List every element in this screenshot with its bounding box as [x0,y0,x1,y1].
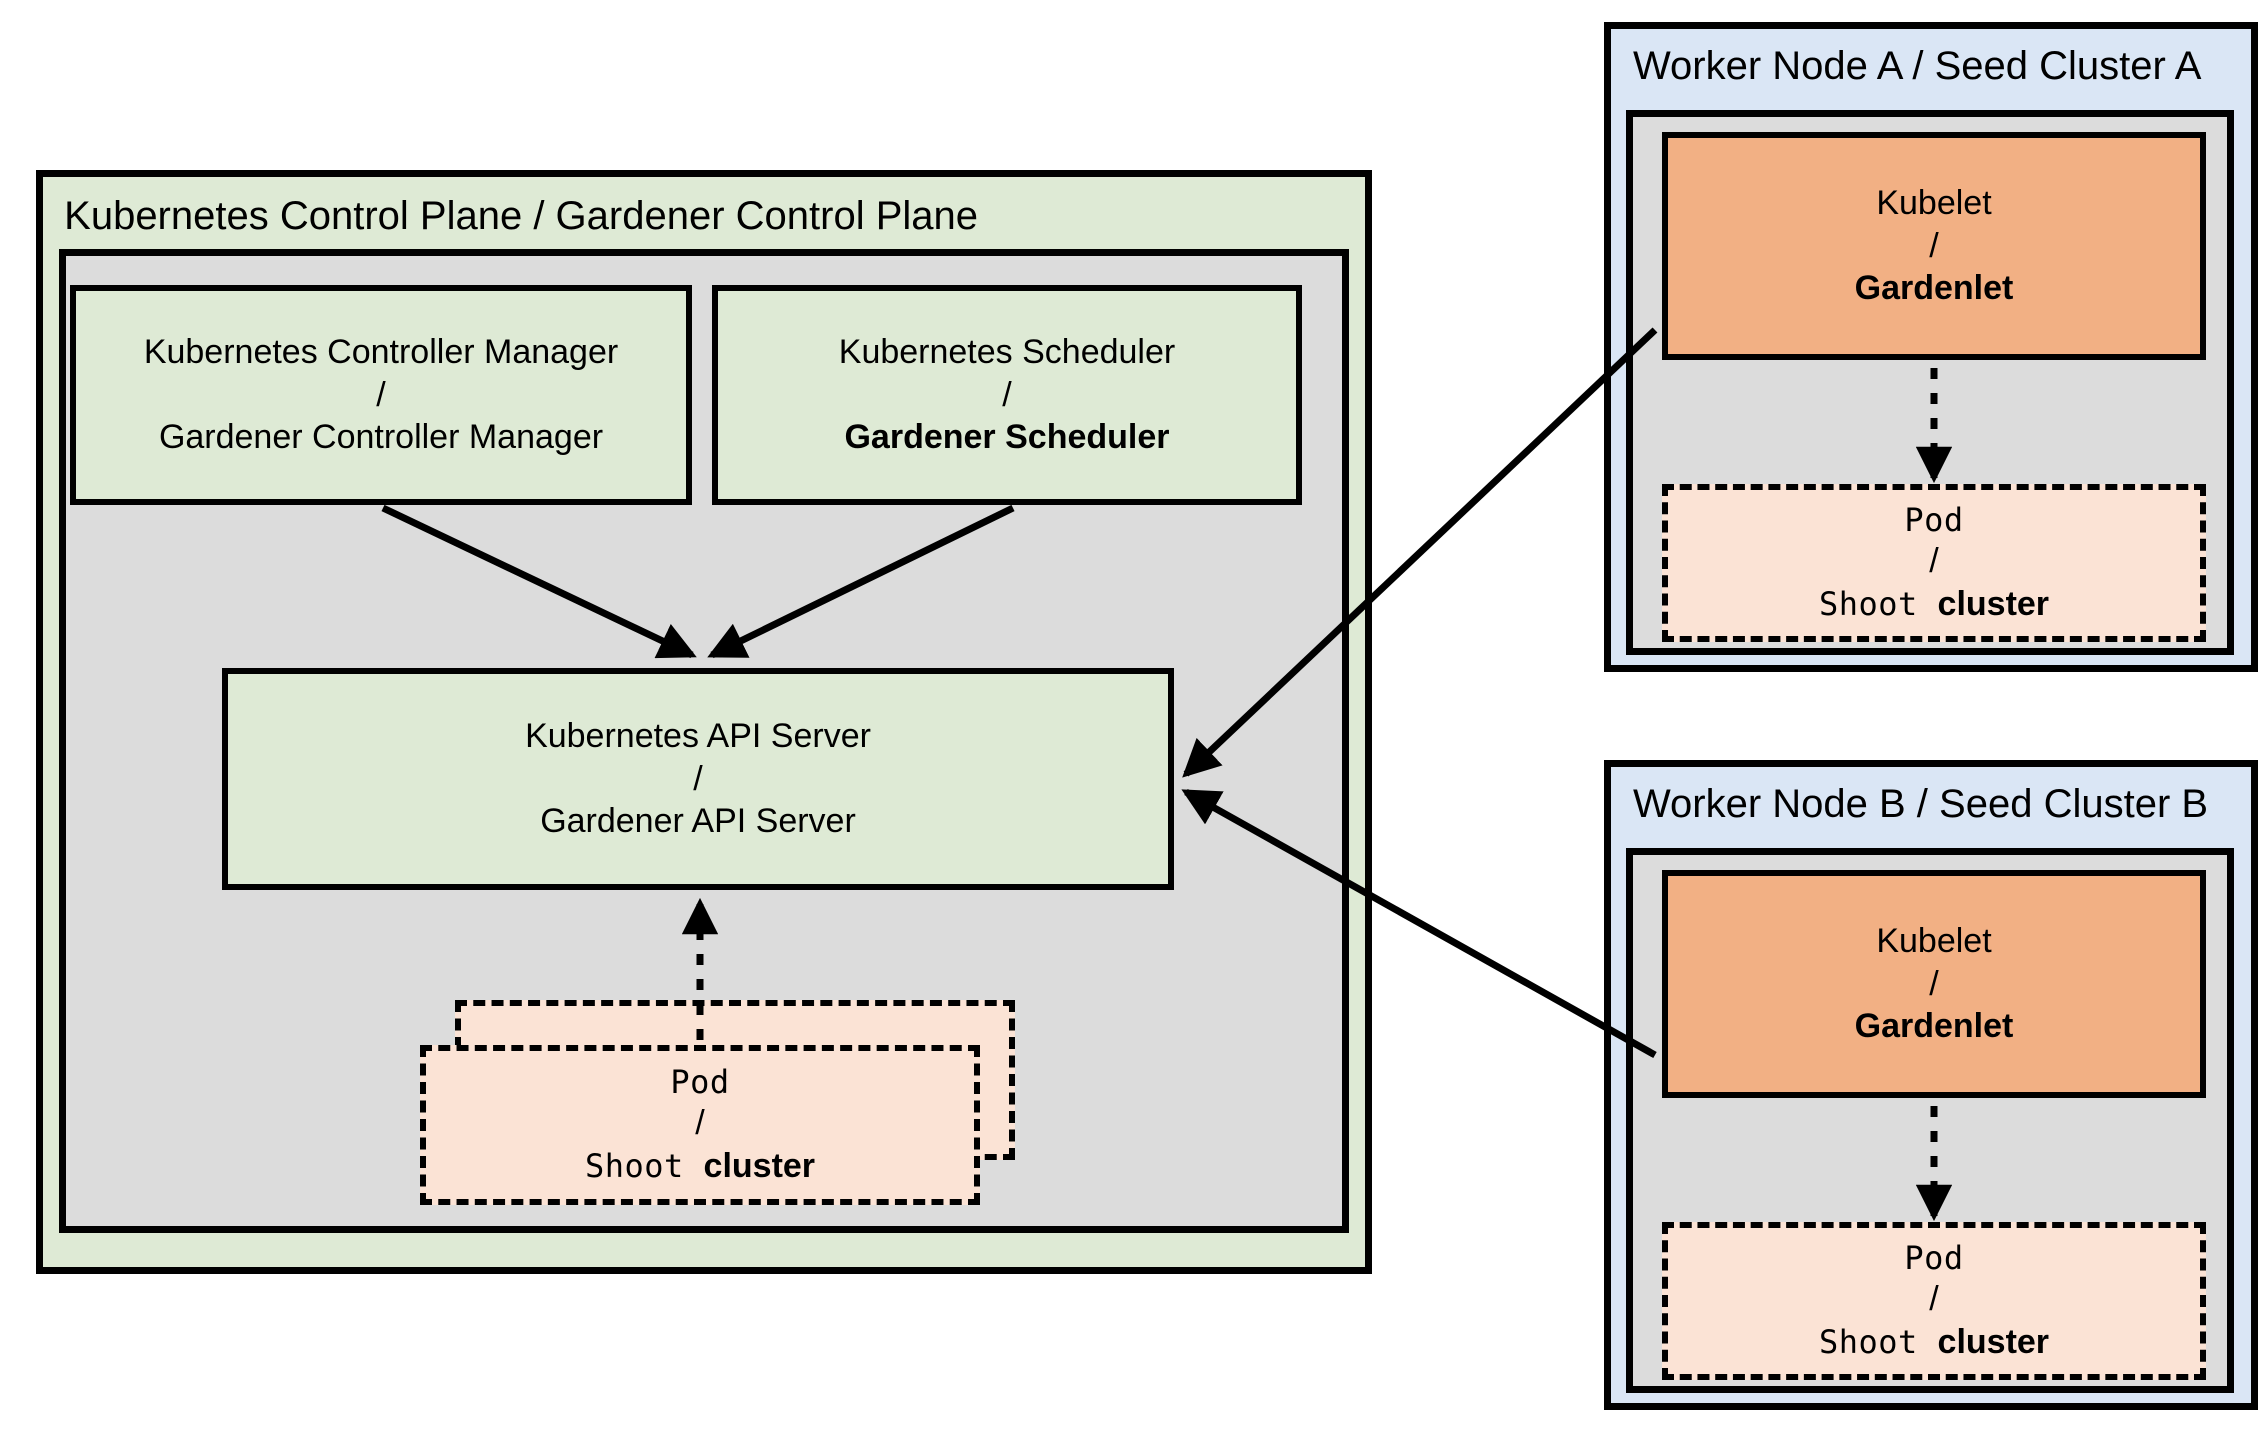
scheduler-box[interactable]: Kubernetes Scheduler / Gardener Schedule… [712,285,1302,505]
controller-manager-kubernetes-label: Kubernetes Controller Manager [143,332,619,371]
worker-node-a-kubelet-separator: / [1929,226,1939,265]
worker-node-a-kubelet-kubernetes-label: Kubelet [1876,183,1992,222]
controller-manager-gardener-label: Gardener Controller Manager [158,418,604,457]
worker-node-a-pod-cluster-label: cluster [1937,585,2050,624]
worker-node-a-pod-shoot-label: Shoot [1818,585,1918,624]
worker-node-b-pod-box[interactable]: Pod / Shoot cluster [1662,1222,2206,1380]
scheduler-separator: / [1002,375,1012,414]
api-server-gardener-label: Gardener API Server [540,802,856,841]
api-server-kubernetes-label: Kubernetes API Server [525,716,871,755]
worker-node-a-pod-label: Pod [1904,501,1964,540]
control-plane-pod-separator: / [695,1104,705,1143]
worker-node-b-title: Worker Node B / Seed Cluster B [1633,782,2209,826]
worker-node-b-pod-shoot-label: Shoot [1818,1323,1918,1362]
control-plane-pod-shoot-label: Shoot [584,1147,684,1186]
scheduler-gardener-label: Gardener Scheduler [844,418,1170,457]
worker-node-b-pod-label: Pod [1904,1239,1964,1278]
worker-node-a-gardenlet-label: Gardenlet [1854,269,2014,308]
worker-node-a-pod-separator: / [1929,542,1939,581]
control-plane-title: Kubernetes Control Plane / Gardener Cont… [64,194,979,238]
controller-manager-separator: / [376,375,386,414]
worker-node-a-pod-shoot-cluster-label: Shoot cluster [1819,583,2049,626]
control-plane-pod-box[interactable]: Pod / Shoot cluster [420,1045,980,1205]
worker-node-b-pod-cluster-label: cluster [1937,1323,2050,1362]
api-server-separator: / [693,759,703,798]
worker-node-b-pod-shoot-cluster-label: Shoot cluster [1819,1321,2049,1364]
worker-node-a-kubelet-box[interactable]: Kubelet / Gardenlet [1662,132,2206,360]
controller-manager-box[interactable]: Kubernetes Controller Manager / Gardener… [70,285,692,505]
control-plane-pod-cluster-label: cluster [703,1147,816,1186]
worker-node-b-gardenlet-label: Gardenlet [1854,1007,2014,1046]
scheduler-kubernetes-label: Kubernetes Scheduler [838,332,1176,371]
worker-node-b-kubelet-separator: / [1929,964,1939,1003]
api-server-box[interactable]: Kubernetes API Server / Gardener API Ser… [222,668,1174,890]
control-plane-pod-label: Pod [670,1063,730,1102]
control-plane-pod-shoot-cluster-label: Shoot cluster [585,1145,815,1188]
worker-node-a-pod-box[interactable]: Pod / Shoot cluster [1662,484,2206,642]
worker-node-a-title: Worker Node A / Seed Cluster A [1633,44,2202,88]
worker-node-b-pod-separator: / [1929,1280,1939,1319]
worker-node-b-kubelet-kubernetes-label: Kubelet [1876,921,1992,960]
worker-node-b-kubelet-box[interactable]: Kubelet / Gardenlet [1662,870,2206,1098]
